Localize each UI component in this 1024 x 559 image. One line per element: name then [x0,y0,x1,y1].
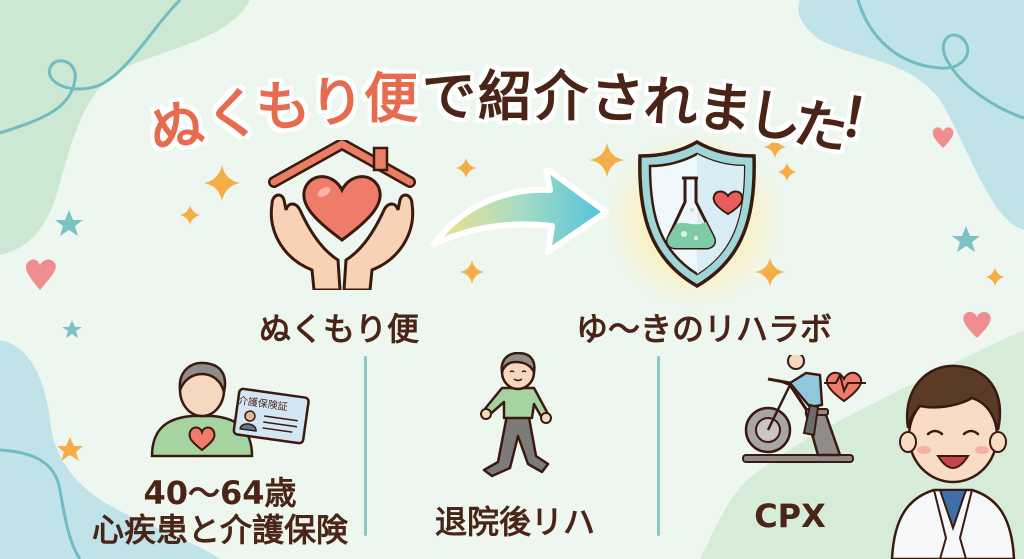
topic-insurance-line1: 40〜64歳 [143,474,297,512]
title-highlight-char: 便 [364,67,418,130]
column-divider [364,356,367,536]
exercise-bike-heart-icon [742,355,866,463]
title-rest-char: 紹 [478,65,532,128]
title-rest-char: さ [588,66,646,131]
column-divider [657,356,660,536]
source-label: ぬくもり便 [258,310,419,348]
topic-insurance-line2: 心疾患と介護保険 [91,511,348,549]
topic-rehab-label: 退院後リハ [434,503,595,541]
title-highlight-char: り [308,70,366,135]
house-heart-hands-icon [268,140,416,290]
title-highlight-char: ぬ [145,91,209,162]
title-highlight-char: く [202,80,264,149]
title-rest-char: 介 [534,65,588,128]
title-rest-char: ！ [835,84,900,157]
patient-heart-icon [150,361,310,458]
curved-arrow-right-icon [431,168,609,255]
title-rest-char: れ [641,69,701,136]
shield-flask-heart-icon [638,139,756,289]
title-highlight-char: も [253,73,313,140]
page-title: ぬ く も り 便 で 紹 介 さ れ ま し た ！ [145,65,899,162]
title-rest-char: で [422,65,476,128]
topic-cpx-label: CPX [754,497,826,535]
doctor-avatar-icon [890,364,1016,559]
target-label: ゆ〜きのリハラボ [575,310,832,348]
walking-man-icon [480,352,552,478]
